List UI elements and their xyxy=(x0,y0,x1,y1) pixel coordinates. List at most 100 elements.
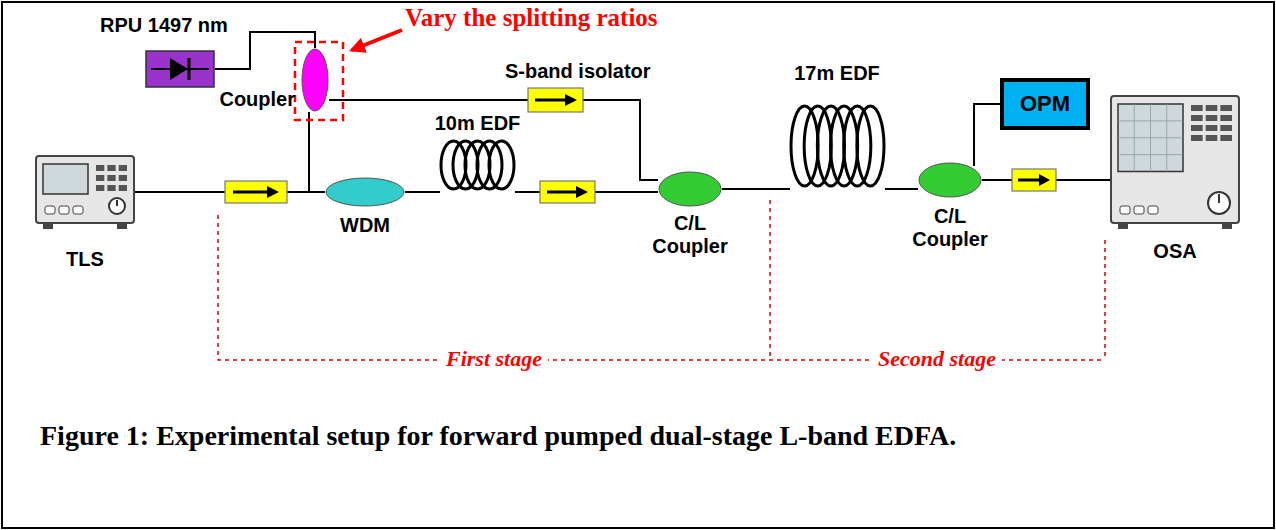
shape-outline xyxy=(440,140,515,192)
screen-grid xyxy=(1166,104,1167,172)
fiber-link xyxy=(885,188,918,190)
isolator-arrow-head xyxy=(576,186,588,198)
screen-grid xyxy=(1118,137,1183,138)
node-label: Coupler xyxy=(200,88,295,111)
cl-coupler: C/L Coupler xyxy=(658,171,722,207)
stage-label: Second stage xyxy=(872,346,1002,372)
fiber-link xyxy=(215,32,315,69)
highlight-dashed-box xyxy=(295,42,343,120)
isolator-arrow xyxy=(1018,179,1040,182)
fiber-link xyxy=(405,191,440,193)
instrument-button xyxy=(45,206,55,214)
instrument-body xyxy=(1111,96,1239,223)
pump-box xyxy=(146,51,214,87)
instrument-button xyxy=(1206,135,1218,141)
isolator-body xyxy=(225,181,287,203)
label-holder: Vary the splitting ratios xyxy=(405,4,725,32)
instrument-body xyxy=(36,156,134,223)
isolator-body xyxy=(1012,169,1056,191)
coupler: Coupler xyxy=(301,48,329,112)
instrument-button xyxy=(96,165,104,171)
shape-outline xyxy=(325,177,405,207)
instrument-foot xyxy=(1118,223,1128,229)
figure-caption: Figure 1: Experimental setup for forward… xyxy=(40,420,956,452)
instrument-button xyxy=(107,185,115,191)
laser-source: TLS xyxy=(35,155,135,230)
meter-box xyxy=(1002,80,1088,128)
pump-laser: RPU 1497 nm xyxy=(145,50,215,88)
instrument-button xyxy=(1206,125,1218,131)
cl-coupler-symbol xyxy=(919,163,981,197)
callout-text: Vary the splitting ratios xyxy=(405,4,658,32)
instrument-foot xyxy=(117,223,127,229)
instrument-button xyxy=(59,206,69,214)
isolator: S-band isolator xyxy=(528,88,583,112)
instrument-button xyxy=(1191,135,1203,141)
shape-outline xyxy=(1110,95,1240,230)
instrument-button xyxy=(1191,115,1203,121)
shape-outline xyxy=(790,105,885,189)
isolator-symbol xyxy=(528,88,583,112)
node-label: OSA xyxy=(1125,240,1225,263)
power-meter-symbol xyxy=(1002,80,1088,128)
instrument-button xyxy=(1220,105,1232,111)
instrument-screen xyxy=(1118,104,1183,172)
instrument-button xyxy=(73,206,83,214)
instrument-foot xyxy=(1222,223,1232,229)
node-label: TLS xyxy=(35,248,135,271)
node-label: 17m EDF xyxy=(772,62,902,85)
node-label: S-band isolator xyxy=(505,60,685,83)
shape-outline xyxy=(918,162,982,198)
fiber-coil: 17m EDF xyxy=(790,105,885,189)
isolator-arrow-head xyxy=(267,186,279,198)
diode-triangle xyxy=(170,58,188,80)
cl-coupler: C/L Coupler xyxy=(918,162,982,198)
label-holder: WDM xyxy=(315,214,415,237)
isolator-body xyxy=(528,88,583,112)
instrument-button xyxy=(1206,115,1218,121)
wdm-coupler-symbol xyxy=(326,178,404,206)
coupler-ellipse xyxy=(302,49,328,111)
shape-outline xyxy=(301,48,329,112)
instrument-foot xyxy=(43,223,53,229)
instrument-button xyxy=(1220,115,1232,121)
instrument-button xyxy=(1206,105,1218,111)
instrument-button xyxy=(119,165,127,171)
callout-arrow xyxy=(352,30,402,50)
coupler-ellipse xyxy=(659,172,721,206)
instrument-button xyxy=(1191,105,1203,111)
coupler-ellipse xyxy=(326,178,404,206)
knob-mark xyxy=(1218,194,1220,203)
isolator-arrow-head xyxy=(565,94,577,106)
spectrum-analyzer-symbol xyxy=(1111,96,1239,229)
fiber-link xyxy=(309,112,325,192)
label-holder: 17m EDF xyxy=(772,62,902,85)
label-holder: C/L Coupler xyxy=(645,212,735,258)
label-holder: Coupler xyxy=(200,88,295,111)
fiber-coil-symbol xyxy=(791,106,884,186)
coupler-ellipse xyxy=(919,163,981,197)
instrument-knob xyxy=(1208,192,1230,214)
instrument-button xyxy=(119,175,127,181)
instrument-button xyxy=(119,185,127,191)
fiber-link xyxy=(329,99,528,101)
isolator-arrow xyxy=(547,191,577,194)
node-label: RPU 1497 nm xyxy=(100,14,270,37)
instrument-button xyxy=(1134,206,1144,214)
coupler-symbol xyxy=(302,49,328,111)
wdm-coupler: WDM xyxy=(325,177,405,207)
isolator-arrow-head xyxy=(1039,174,1050,186)
node-label: OPM xyxy=(1020,91,1070,116)
diode-bar xyxy=(188,58,191,80)
instrument-button xyxy=(1220,125,1232,131)
label-holder: 10m EDF xyxy=(415,112,540,135)
isolator-symbol xyxy=(225,181,287,203)
label-holder: TLS xyxy=(35,248,135,271)
fiber-link xyxy=(974,104,1000,166)
stage-label: First stage xyxy=(440,346,548,372)
fiber-link xyxy=(583,100,658,180)
isolator-arrow xyxy=(535,99,566,102)
shape-outline xyxy=(658,171,722,207)
